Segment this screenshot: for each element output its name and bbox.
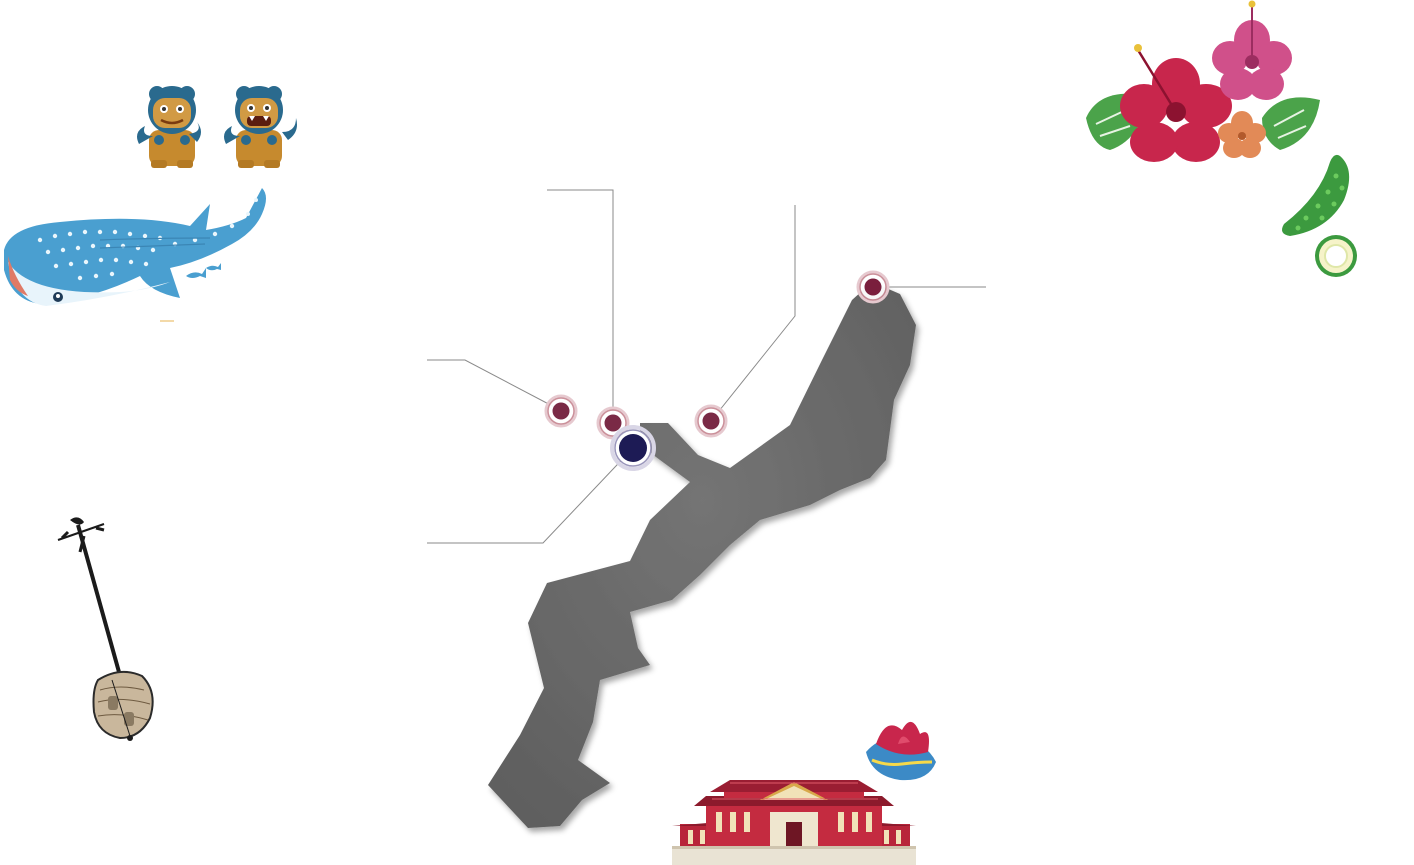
leader-center-north [710, 205, 796, 422]
shuri-castle-icon [672, 780, 916, 865]
shisa-lion-pair-icon [137, 86, 297, 168]
map-marker-main[interactable] [610, 425, 656, 471]
map-marker-north-tip[interactable] [856, 270, 890, 304]
okinawa-island [488, 282, 916, 828]
map-marker-west-1[interactable] [544, 394, 578, 428]
map-marker-center-north[interactable] [694, 404, 728, 438]
leader-lines [427, 189, 986, 544]
hibiscus-flowers-icon [1086, 0, 1320, 162]
whale-shark-icon [4, 188, 266, 322]
goya-bitter-melon-icon [1282, 154, 1357, 277]
leader-main [427, 447, 634, 544]
sanshin-instrument-icon [57, 517, 154, 741]
hanagasa-hat-icon [866, 721, 936, 781]
leader-west-2 [547, 189, 614, 422]
leader-west-1 [427, 359, 561, 411]
